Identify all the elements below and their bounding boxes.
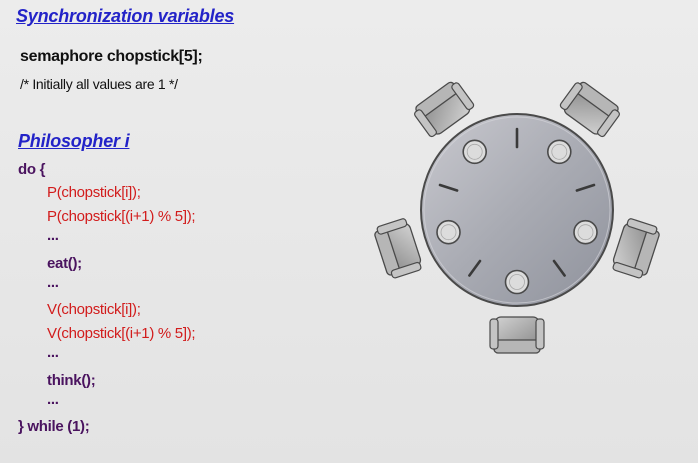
chopstick [552, 259, 566, 277]
code-line-ellipsis: ... [47, 273, 59, 291]
plate [547, 139, 572, 165]
code-line-ellipsis: ... [47, 227, 59, 245]
code-line-release-left: V(chopstick[i]); [47, 301, 141, 319]
chair [489, 316, 545, 354]
chair [559, 81, 620, 138]
chairs-group [374, 81, 660, 354]
table-group [420, 113, 614, 307]
chopstick [438, 183, 459, 192]
semaphore-declaration: semaphore chopstick[5]; [20, 48, 203, 65]
chopstick [575, 183, 596, 192]
plate [573, 219, 598, 245]
code-line-pick-left: P(chopstick[i]); [47, 184, 141, 202]
plate [504, 269, 530, 295]
code-line-think: think(); [47, 371, 96, 389]
sync-variables-heading: Synchronization variables [16, 6, 235, 26]
code-line-ellipsis: ... [47, 390, 59, 408]
plate [436, 219, 461, 245]
chair [374, 218, 422, 279]
chair [612, 218, 660, 279]
code-line-while: } while (1); [18, 418, 90, 436]
initial-values-comment: /* Initially all values are 1 */ [20, 76, 178, 92]
philosopher-code: do { P(chopstick[i]); P(chopstick[(i+1) … [18, 158, 196, 439]
philosopher-heading: Philosopher i [18, 131, 130, 151]
code-line-ellipsis: ... [47, 344, 59, 362]
chair [414, 81, 475, 138]
chopstick [468, 259, 482, 277]
code-line-pick-right: P(chopstick[(i+1) % 5]); [47, 207, 196, 225]
code-line-release-right: V(chopstick[(i+1) % 5]); [47, 324, 196, 342]
plate [462, 139, 487, 165]
dining-table-diagram [374, 81, 660, 354]
code-line-do: do { [18, 161, 46, 178]
code-line-eat: eat(); [47, 254, 82, 272]
